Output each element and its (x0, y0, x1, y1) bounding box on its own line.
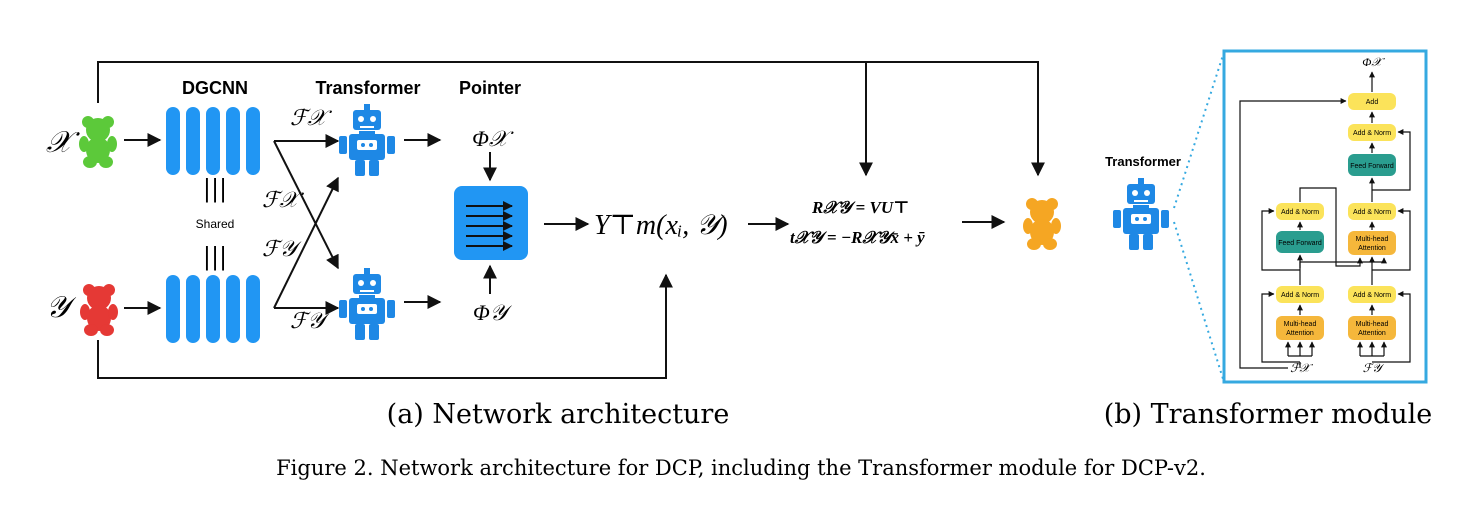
teddy-x-icon (79, 116, 117, 168)
skip-line-y-to-pointer-output (97, 273, 673, 379)
robot-transformer-top-icon (339, 104, 395, 176)
label-fx-mid: ℱ𝒳 (262, 187, 304, 212)
svg-text:Add & Norm: Add & Norm (1353, 292, 1391, 299)
dgcnn-stack-x (166, 107, 260, 175)
module-multihead-left-bottom (1276, 316, 1324, 340)
phi-y-label: Φ𝒴 (473, 300, 513, 325)
module-add-norm-top (1348, 124, 1396, 141)
phi-x-label: Φ𝒳 (472, 126, 514, 151)
pointer-arrows-icon (466, 201, 513, 251)
module-add-norm-right-bottom (1348, 286, 1396, 303)
soft-pointer-expression: Y⊤m(xᵢ, 𝒴) (594, 210, 728, 241)
svg-text:Attention: Attention (1358, 330, 1386, 337)
robot-transformer-b-icon (1113, 178, 1169, 250)
label-fy-bottom: ℱ𝒴 (290, 308, 330, 333)
svg-text:Multi-head: Multi-head (1356, 321, 1389, 328)
svg-text:Attention: Attention (1286, 330, 1314, 337)
svg-text:Add & Norm: Add & Norm (1353, 209, 1391, 216)
skip-line-x-to-output (97, 61, 1045, 177)
module-multihead-right-bottom (1348, 316, 1396, 340)
subcaption-b: (b) Transformer module (1104, 399, 1433, 430)
figure-caption: Figure 2. Network architecture for DCP, … (276, 456, 1206, 480)
teddy-y-icon (80, 284, 118, 336)
module-add-block (1348, 93, 1396, 110)
svg-text:Attention: Attention (1358, 245, 1386, 252)
shared-label: Shared (196, 217, 235, 231)
rotation-equation: R𝒳𝒴 = VU⊤ (811, 198, 909, 217)
transformer-label: Transformer (315, 78, 420, 98)
zoom-line-bottom (1173, 221, 1225, 383)
transformer-module-diagram: Φ𝒳 Add Add & Norm Feed Forward Add & Nor… (1239, 55, 1411, 375)
teddy-output-icon (1023, 198, 1061, 250)
module-multihead-right-mid (1348, 231, 1396, 255)
pointer-label: Pointer (459, 78, 521, 98)
module-fx-label: ℱ𝒳 (1290, 361, 1313, 375)
module-add-text: Add (1366, 99, 1379, 106)
svg-text:Add & Norm: Add & Norm (1281, 292, 1319, 299)
svg-text:Feed Forward: Feed Forward (1350, 163, 1394, 170)
symbol-x: 𝒳 (46, 126, 80, 159)
arrow-fx-cross (273, 140, 339, 270)
arrow-fy-cross (273, 176, 339, 309)
module-fy-label: ℱ𝒴 (1363, 361, 1385, 375)
svg-text:Multi-head: Multi-head (1356, 236, 1389, 243)
label-fy-mid: ℱ𝒴 (262, 236, 302, 261)
robot-transformer-bottom-icon (339, 268, 395, 340)
translation-equation: t𝒳𝒴 = −R𝒳𝒴x̄ + ȳ (790, 228, 925, 247)
dgcnn-stack-y (166, 275, 260, 343)
module-phi-x-label: Φ𝒳 (1362, 55, 1385, 69)
zoom-line-top (1173, 51, 1225, 209)
label-fx-top: ℱ𝒳 (290, 105, 332, 130)
module-feed-forward-left (1276, 231, 1324, 253)
symbol-y: 𝒴 (46, 291, 77, 324)
module-add-norm-left-mid (1276, 203, 1324, 220)
transformer-b-label: Transformer (1105, 154, 1181, 169)
shared-bars-top: ||| (203, 175, 227, 204)
module-add-norm-right-mid (1348, 203, 1396, 220)
svg-text:Multi-head: Multi-head (1284, 321, 1317, 328)
svg-text:Add & Norm: Add & Norm (1353, 130, 1391, 137)
svg-text:Feed Forward: Feed Forward (1278, 240, 1322, 247)
module-feed-forward-right (1348, 154, 1396, 176)
pointer-block (454, 186, 528, 260)
module-add-norm-left-bottom (1276, 286, 1324, 303)
shared-bars-bottom: ||| (203, 243, 227, 272)
dgcnn-label: DGCNN (182, 78, 248, 98)
svg-text:Add & Norm: Add & Norm (1281, 209, 1319, 216)
subcaption-a: (a) Network architecture (387, 399, 730, 430)
